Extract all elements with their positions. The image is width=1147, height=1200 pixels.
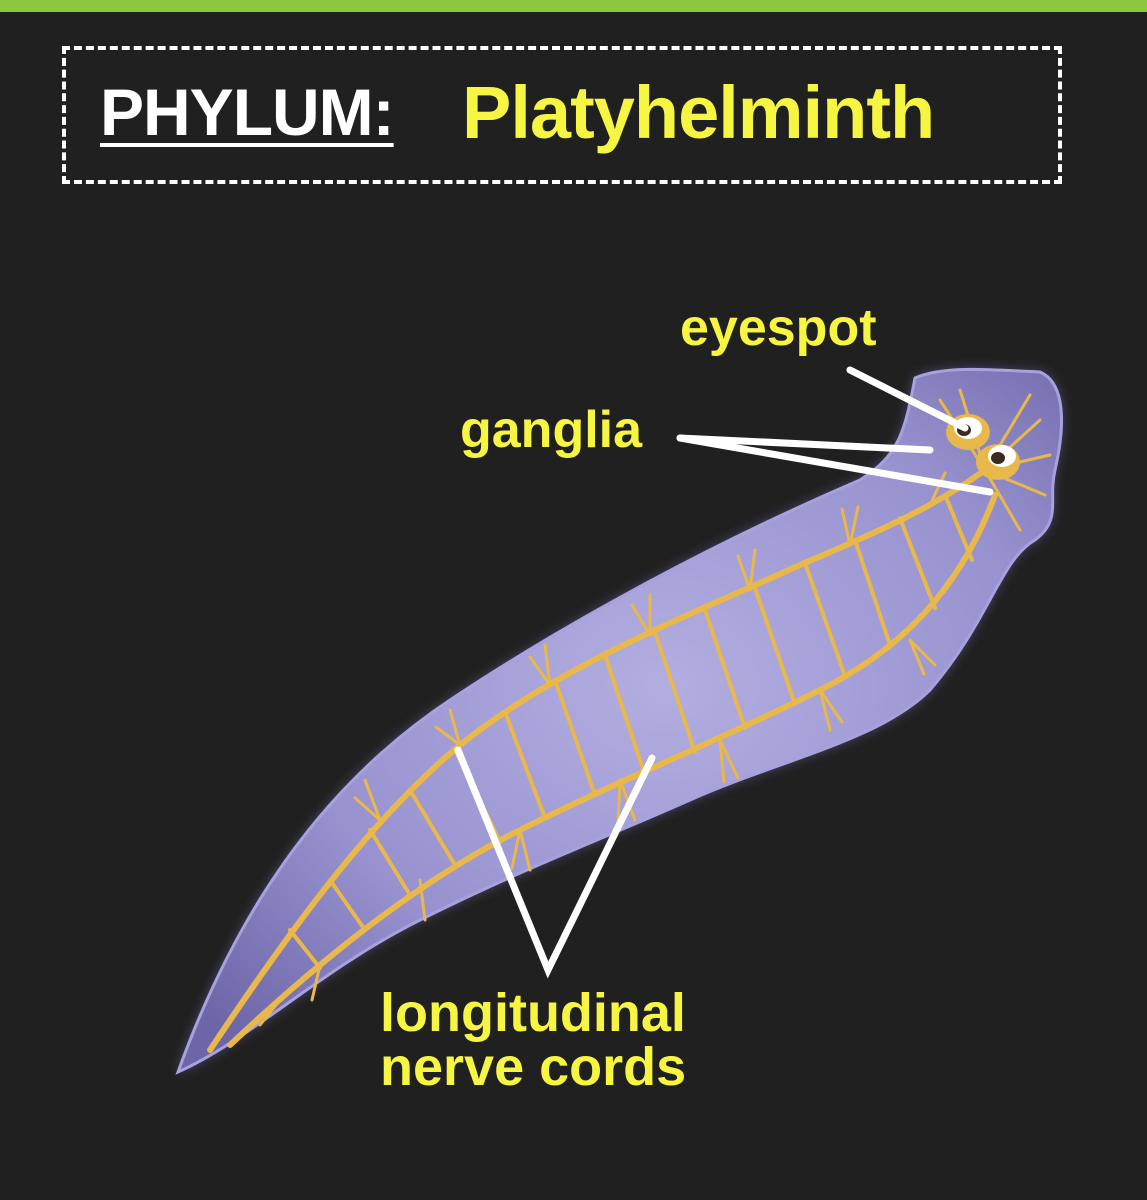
nerve-cord-upper: [207, 467, 988, 1053]
leader-ganglia-2: [676, 434, 994, 496]
flatworm-body: [175, 367, 1064, 1075]
title-box: [62, 46, 1062, 184]
leader-nerve-cords: [454, 746, 656, 979]
label-nerve-cords-line2: nerve cords: [380, 1037, 687, 1097]
top-accent-strip: [0, 0, 1147, 12]
lateral-nerve-branches: [258, 471, 947, 1027]
label-nerve-cords-line1: longitudinal: [380, 983, 686, 1043]
label-nerve-cords: longitudinal nerve cords: [380, 986, 686, 1094]
leader-ganglia-1: [676, 434, 934, 454]
title-label: PHYLUM:: [100, 75, 395, 149]
eyespot-right: [988, 445, 1016, 467]
leader-lines: [454, 366, 994, 979]
leader-eyespot: [846, 366, 969, 432]
label-ganglia: ganglia: [460, 401, 643, 459]
title-value: Platyhelminth: [462, 71, 935, 154]
label-eyespot: eyespot: [680, 299, 877, 357]
